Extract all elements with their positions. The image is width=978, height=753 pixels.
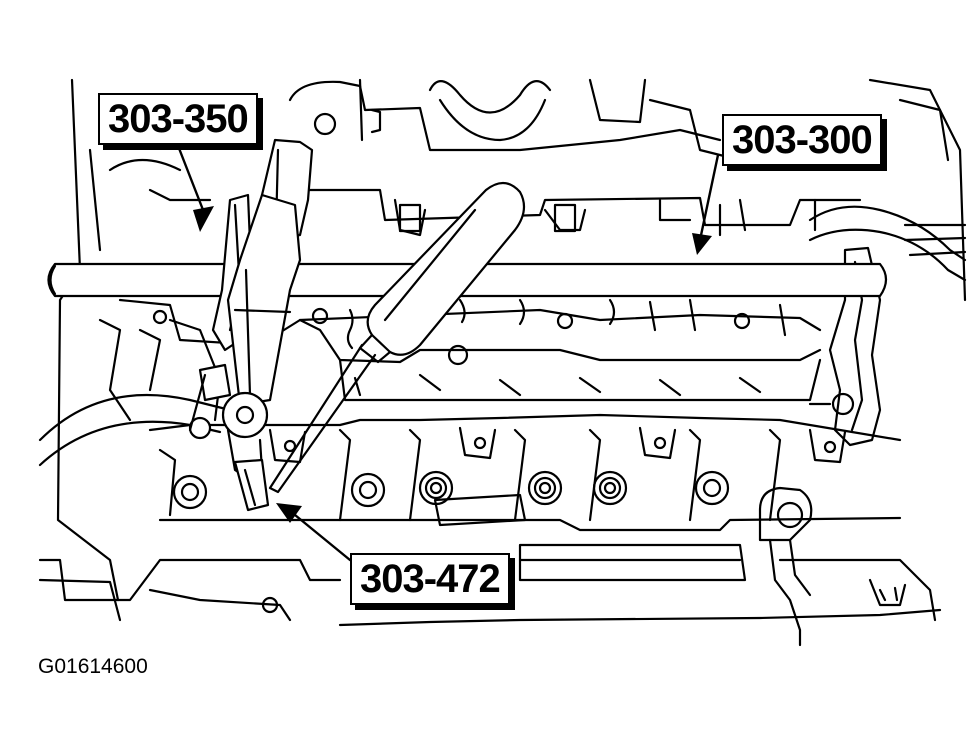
leader-arrows bbox=[173, 136, 720, 562]
screwdriver bbox=[268, 181, 526, 494]
spark-plug-wells bbox=[158, 426, 847, 522]
figure-id: G01614600 bbox=[38, 655, 148, 678]
callout-303-472: 303-472 bbox=[350, 553, 510, 605]
callout-303-300: 303-300 bbox=[722, 114, 882, 166]
hammer bbox=[221, 138, 314, 482]
callout-303-350: 303-350 bbox=[98, 93, 258, 145]
tool-303-472-wedge bbox=[233, 458, 270, 512]
